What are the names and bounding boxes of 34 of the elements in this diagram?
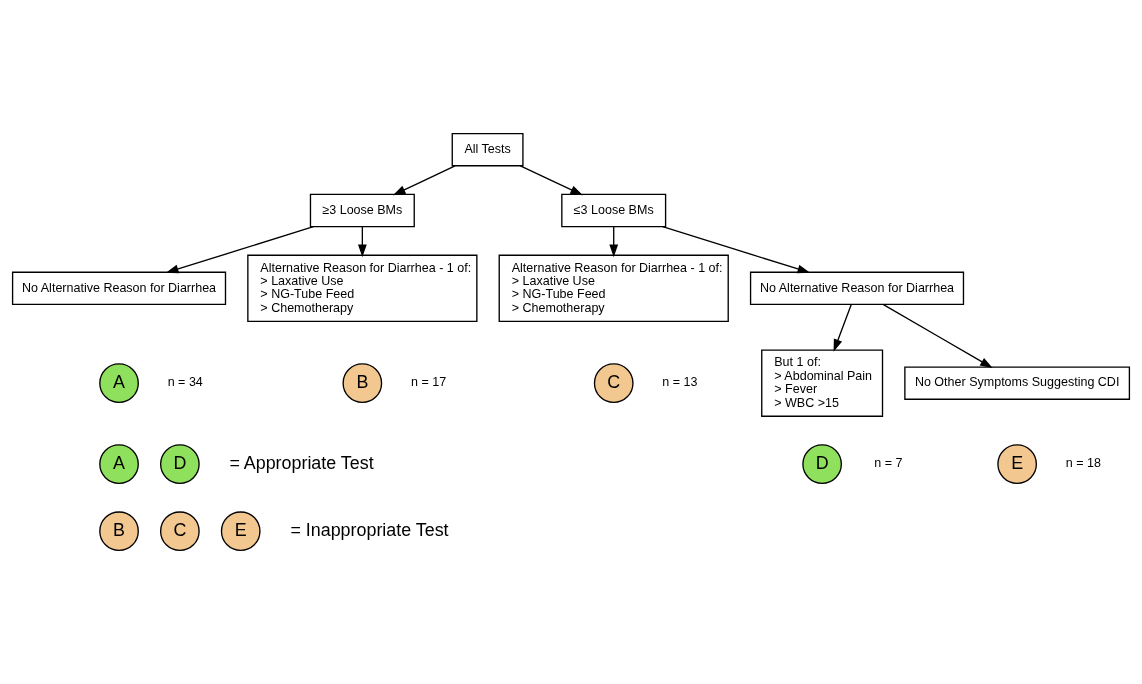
- node-box: But 1 of: > Abdominal Pain > Fever > WBC >15: [761, 349, 884, 417]
- node-circle: E: [997, 444, 1038, 484]
- node-circle: D: [802, 444, 843, 484]
- arrow: [165, 226, 315, 274]
- node-circle: A: [99, 444, 139, 484]
- node-circle: B: [342, 363, 383, 404]
- node-circle: C: [159, 511, 200, 552]
- node-label: n = 34: [167, 375, 203, 390]
- node-circle: E: [220, 511, 261, 552]
- arrow: [392, 165, 456, 196]
- node-circle: A: [99, 363, 139, 404]
- node-label: n = 13: [662, 375, 698, 390]
- node-label: n = 17: [410, 375, 447, 390]
- node-box: Alternative Reason for Diarrhea - 1 of: > Laxative Use > NG-Tube Feed > Chemotherapy: [498, 254, 729, 323]
- arrow: [519, 165, 583, 196]
- arrow: [662, 226, 811, 274]
- node-box: No Alternative Reason for Diarrhea: [749, 271, 965, 306]
- node-label: n = 18: [1065, 456, 1101, 471]
- node-box: ≥3 Loose BMs: [309, 193, 415, 228]
- node-label: n = 7: [874, 456, 903, 471]
- arrow: [609, 226, 619, 258]
- label: = Inappropriate Test: [290, 519, 449, 540]
- node-box: Alternative Reason for Diarrhea - 1 of: > Laxative Use > NG-Tube Feed > Chemotherapy: [247, 254, 478, 323]
- node-circle: C: [593, 363, 634, 404]
- node-box: ≤3 Loose BMs: [561, 193, 667, 228]
- node-box: No Alternative Reason for Diarrhea: [11, 271, 227, 306]
- node-box: All Tests: [451, 132, 524, 167]
- arrow: [882, 303, 993, 369]
- node-circle: D: [159, 444, 200, 484]
- arrow: [833, 303, 852, 352]
- arrow: [357, 226, 367, 258]
- node-box: No Other Symptoms Suggesting CDI: [904, 366, 1131, 400]
- label: = Appropriate Test: [229, 452, 374, 473]
- node-circle: B: [99, 511, 139, 552]
